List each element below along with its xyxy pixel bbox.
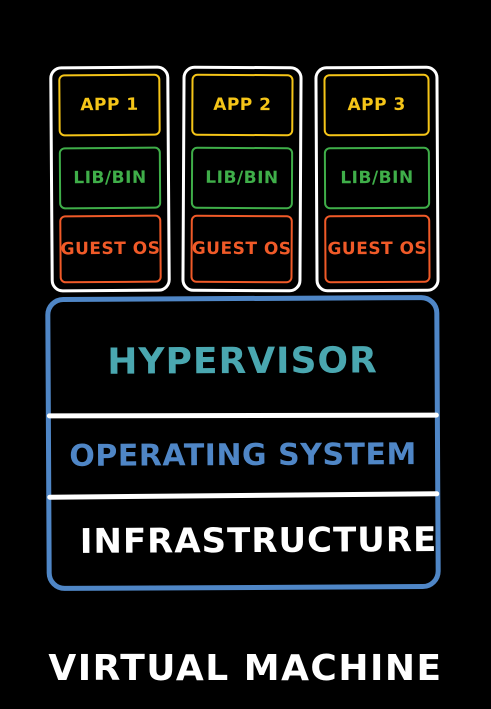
virtual-machine-1: APP 1 LIB/BIN GUEST OS bbox=[49, 65, 171, 293]
lib-bin-layer: LIB/BIN bbox=[190, 146, 294, 210]
host-stack: HYPERVISOR OPERATING SYSTEM INFRASTRUCTU… bbox=[45, 294, 441, 592]
diagram-caption: VIRTUAL MACHINE bbox=[48, 648, 443, 689]
lib-bin-layer: LIB/BIN bbox=[323, 146, 431, 210]
lib-bin-layer: LIB/BIN bbox=[58, 146, 162, 210]
infrastructure-layer: INFRASTRUCTURE bbox=[79, 519, 438, 562]
guest-os-layer: GUEST OS bbox=[190, 214, 293, 284]
guest-os-layer: GUEST OS bbox=[324, 214, 431, 284]
virtual-machine-2: APP 2 LIB/BIN GUEST OS bbox=[181, 65, 303, 293]
guest-os-layer: GUEST OS bbox=[59, 214, 162, 284]
app-layer: APP 1 bbox=[58, 73, 161, 137]
app-layer: APP 3 bbox=[323, 73, 430, 137]
hypervisor-layer: HYPERVISOR bbox=[107, 339, 378, 383]
virtual-machine-3: APP 3 LIB/BIN GUEST OS bbox=[314, 65, 440, 293]
operating-system-layer: OPERATING SYSTEM bbox=[69, 436, 417, 474]
app-layer: APP 2 bbox=[191, 73, 294, 137]
